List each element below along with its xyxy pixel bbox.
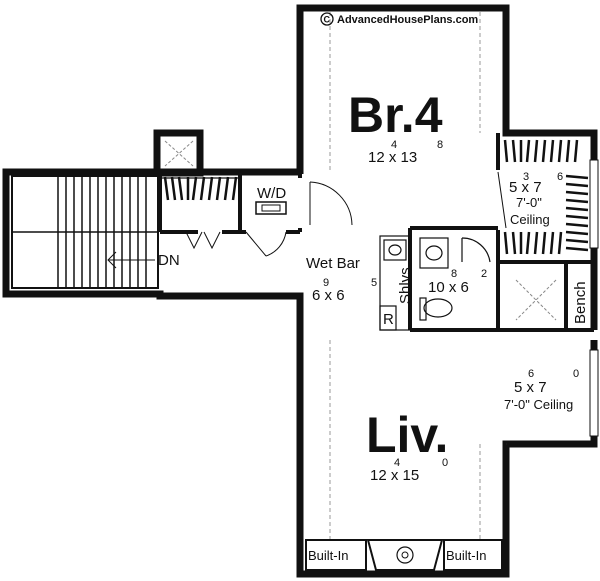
liv-dims: 12 x 15 (370, 467, 419, 484)
bath-dims: 10 x 6 (428, 279, 469, 296)
closet-bottom-w-sup: 6 (528, 368, 534, 380)
laundry-door (245, 231, 287, 257)
br4-l-sup: 8 (437, 139, 443, 151)
closet-top-ceiling-label: Ceiling (510, 212, 550, 227)
closet-bottom-dims: 5 x 7 (514, 379, 547, 396)
closet-top-dims: 5 x 7 (509, 179, 542, 196)
wet-bar-dims: 6 x 6 (312, 287, 345, 304)
bath-l-sup: 2 (481, 268, 487, 280)
fireplace (366, 539, 444, 571)
watermark: AdvancedHousePlans.com (337, 14, 478, 26)
bath-fixtures (419, 237, 491, 321)
wet-bar-l-sup: 5 (371, 277, 377, 289)
stair-down-label: DN (158, 252, 180, 269)
bath-w-sup: 8 (451, 268, 457, 280)
stairs (11, 175, 159, 289)
closet-bifold-doors (185, 231, 221, 250)
walkin-closet-top-rods (503, 139, 589, 255)
room-name-liv: Liv. (366, 407, 448, 463)
bedroom-door (309, 181, 353, 226)
wet-bar-label: Wet Bar (306, 255, 360, 272)
builtin-right-label: Built-In (446, 548, 486, 563)
closet-top-ceiling-height: 7'-0" (516, 195, 542, 210)
closet-hanging-rods (162, 176, 238, 201)
builtins (305, 539, 503, 571)
wet-bar-fixtures (379, 235, 411, 331)
wet-bar-w-sup: 9 (323, 277, 329, 289)
closet-bottom-ceiling: 7'-0" Ceiling (504, 397, 573, 412)
room-name-br4: Br.4 (348, 87, 443, 143)
svg-text:C: C (324, 15, 331, 25)
walkin-closet-door (497, 171, 507, 229)
refrigerator-label: R (383, 311, 394, 328)
closet-bottom-l-sup: 0 (573, 368, 579, 380)
hall-interior-walls (158, 172, 300, 234)
br4-dims: 12 x 13 (368, 149, 417, 166)
washer-dryer-label: W/D (257, 185, 286, 202)
br4-w-sup: 4 (391, 139, 397, 151)
bench-label: Bench (572, 281, 589, 324)
ceiling-dashed-lines (329, 12, 481, 540)
closet-top-w-sup: 3 (523, 171, 529, 183)
windows (589, 159, 599, 437)
liv-l-sup: 0 (442, 457, 448, 469)
shelves-label: Shlvs (397, 267, 414, 304)
down-arrow-icon (107, 251, 155, 269)
exterior-walls (2, 4, 598, 578)
copyright-icon: C (320, 12, 334, 26)
liv-w-sup: 4 (394, 457, 400, 469)
bench-area (515, 279, 557, 321)
closet-top-l-sup: 6 (557, 171, 563, 183)
washer-dryer (255, 201, 287, 215)
chimney-box (153, 129, 204, 177)
builtin-left-label: Built-In (308, 548, 348, 563)
